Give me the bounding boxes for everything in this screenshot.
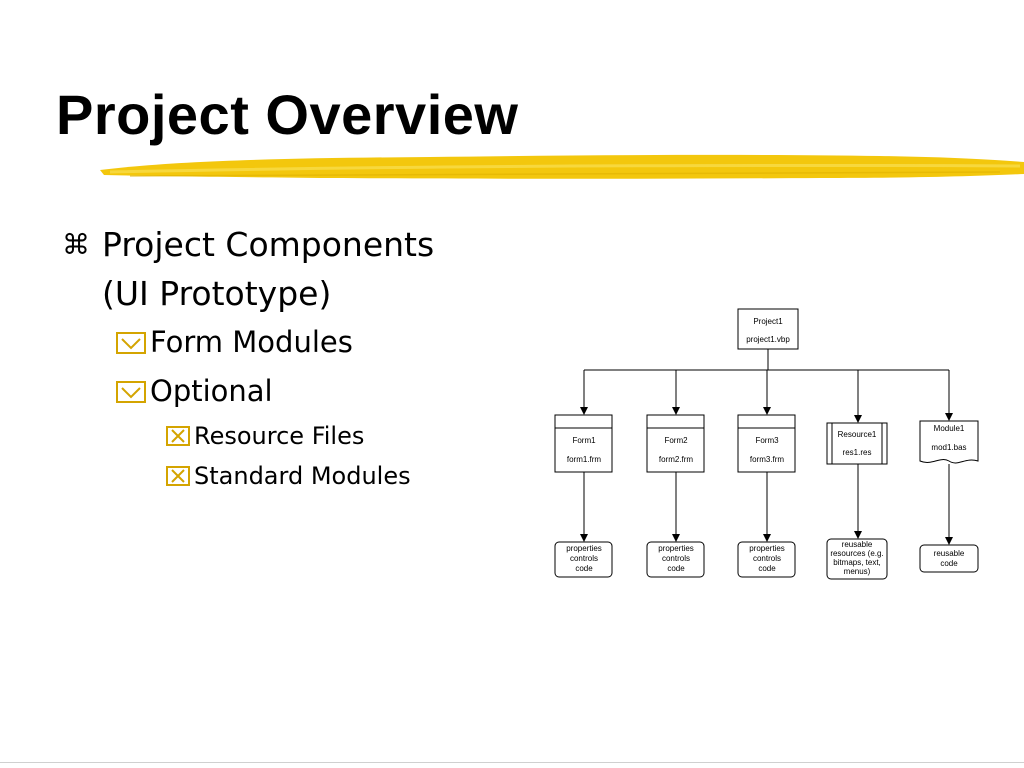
form3-contents-line: properties — [749, 544, 785, 553]
form1-contents-line: controls — [570, 554, 598, 563]
module-contents-line: code — [940, 559, 958, 568]
form1-name: Form1 — [572, 436, 596, 445]
resource-contents-line: bitmaps, text, — [833, 558, 881, 567]
form1-contents-line: code — [575, 564, 593, 573]
resource-box — [826, 422, 888, 465]
form2-name: Form2 — [664, 436, 688, 445]
module-contents-box — [919, 544, 979, 573]
checkbox-check-icon — [116, 331, 146, 354]
project-structure-diagram: Project1 project1.vbp Form1 form1.frm Fo… — [554, 308, 979, 580]
form2-contents-line: controls — [662, 554, 690, 563]
form2-file: form2.frm — [659, 455, 694, 464]
checkbox-x-icon — [166, 426, 190, 446]
form3-contents-line: code — [758, 564, 776, 573]
module-contents-line: reusable — [934, 549, 965, 558]
checkbox-check-icon — [116, 380, 146, 403]
bullet-text: Resource Files — [194, 422, 365, 450]
module-name: Module1 — [934, 424, 965, 433]
project-name: Project1 — [753, 317, 783, 326]
command-icon: ⌘ — [62, 228, 90, 261]
resource-contents-box — [826, 538, 888, 580]
resource-file: res1.res — [843, 448, 872, 457]
yellow-brush-stroke — [100, 154, 1024, 179]
bullet-optional: Optional — [60, 367, 530, 416]
bullet-text-line1: Project Components — [102, 225, 435, 264]
form1-file: form1.frm — [567, 455, 602, 464]
bullet-standard-modules: Standard Modules — [60, 456, 530, 496]
checkbox-x-icon — [166, 466, 190, 486]
resource-name: Resource1 — [838, 430, 877, 439]
bullet-text: Standard Modules — [194, 462, 411, 490]
form2-contents-box — [646, 541, 705, 578]
bullet-text: Form Modules — [150, 325, 353, 359]
form3-name: Form3 — [755, 436, 779, 445]
module-document-shape — [919, 420, 979, 464]
form1-contents-line: properties — [566, 544, 602, 553]
bullet-list: ⌘ Project Components (UI Prototype) Form… — [60, 220, 530, 496]
resource-contents-line: menus) — [844, 567, 871, 576]
form3-contents-box — [737, 541, 796, 578]
project-file: project1.vbp — [746, 335, 790, 344]
bullet-resource-files: Resource Files — [60, 416, 530, 456]
form3-contents-line: controls — [753, 554, 781, 563]
form2-contents-line: code — [667, 564, 685, 573]
bullet-project-components: ⌘ Project Components (UI Prototype) — [60, 220, 530, 318]
slide-bottom-border — [0, 762, 1024, 763]
slide-title: Project Overview — [56, 83, 519, 146]
form1-contents-box — [554, 541, 613, 578]
resource-contents-line: resources (e.g. — [830, 549, 883, 558]
resource-contents-line: reusable — [842, 540, 873, 549]
bullet-text-line2: (UI Prototype) — [102, 274, 332, 313]
form2-contents-line: properties — [658, 544, 694, 553]
module-file: mod1.bas — [931, 443, 966, 452]
bullet-text: Optional — [150, 374, 273, 408]
bullet-form-modules: Form Modules — [60, 318, 530, 367]
form3-file: form3.frm — [750, 455, 785, 464]
